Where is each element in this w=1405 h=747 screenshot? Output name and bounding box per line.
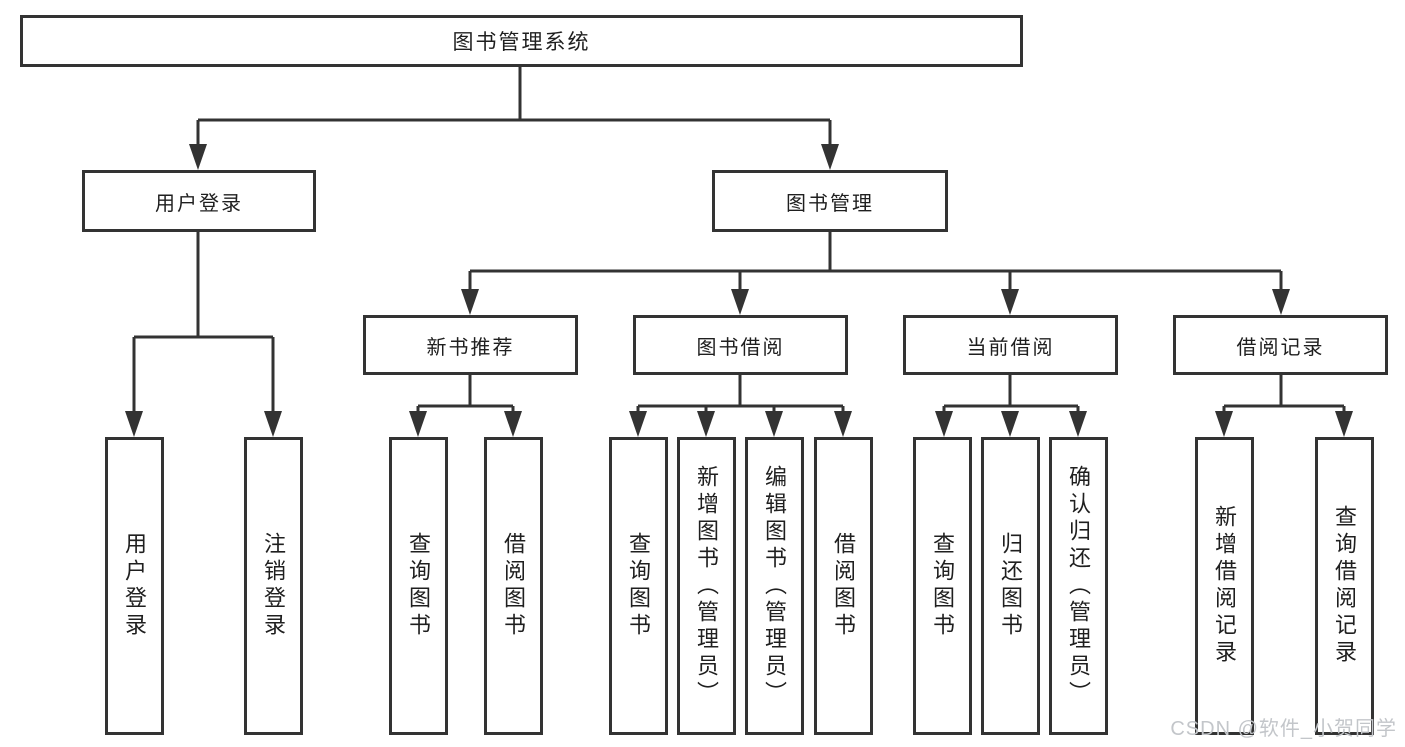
node-borrowing-records: 借阅记录 xyxy=(1173,315,1388,375)
arrowhead xyxy=(731,289,749,315)
arrowhead xyxy=(834,411,852,437)
leaf-query-books-recommend: 查询图书 xyxy=(389,437,448,735)
leaf-add-books-admin: 新增图书（管理员） xyxy=(677,437,736,735)
arrowhead xyxy=(461,289,479,315)
node-book-management: 图书管理 xyxy=(712,170,948,232)
leaf-return-books: 归还图书 xyxy=(981,437,1040,735)
leaf-edit-books-admin: 编辑图书（管理员） xyxy=(745,437,804,735)
arrowhead xyxy=(1069,411,1087,437)
leaf-user-login: 用户登录 xyxy=(105,437,164,735)
arrowhead xyxy=(1272,289,1290,315)
arrowhead xyxy=(935,411,953,437)
leaf-borrow-books-recommend: 借阅图书 xyxy=(484,437,543,735)
leaf-query-books-borrowing: 查询图书 xyxy=(609,437,668,735)
leaf-query-books-current: 查询图书 xyxy=(913,437,972,735)
arrowhead xyxy=(1001,289,1019,315)
node-current-borrowing: 当前借阅 xyxy=(903,315,1118,375)
arrowhead xyxy=(629,411,647,437)
node-user-login: 用户登录 xyxy=(82,170,316,232)
leaf-add-borrow-record: 新增借阅记录 xyxy=(1195,437,1254,735)
watermark: CSDN @软件_小贺同学 xyxy=(1170,718,1397,740)
arrowhead xyxy=(264,411,282,437)
leaf-logout: 注销登录 xyxy=(244,437,303,735)
arrowhead xyxy=(409,411,427,437)
node-book-borrowing: 图书借阅 xyxy=(633,315,848,375)
arrowhead xyxy=(821,144,839,170)
arrowhead xyxy=(1335,411,1353,437)
arrowhead xyxy=(1001,411,1019,437)
leaf-confirm-return-admin: 确认归还（管理员） xyxy=(1049,437,1108,735)
arrowhead xyxy=(765,411,783,437)
arrowhead xyxy=(504,411,522,437)
arrowhead xyxy=(697,411,715,437)
node-library-management-system: 图书管理系统 xyxy=(20,15,1023,67)
arrowhead xyxy=(1215,411,1233,437)
node-new-book-recommendation: 新书推荐 xyxy=(363,315,578,375)
arrowhead xyxy=(189,144,207,170)
leaf-borrow-books: 借阅图书 xyxy=(814,437,873,735)
arrowhead xyxy=(125,411,143,437)
leaf-query-borrow-record: 查询借阅记录 xyxy=(1315,437,1374,735)
